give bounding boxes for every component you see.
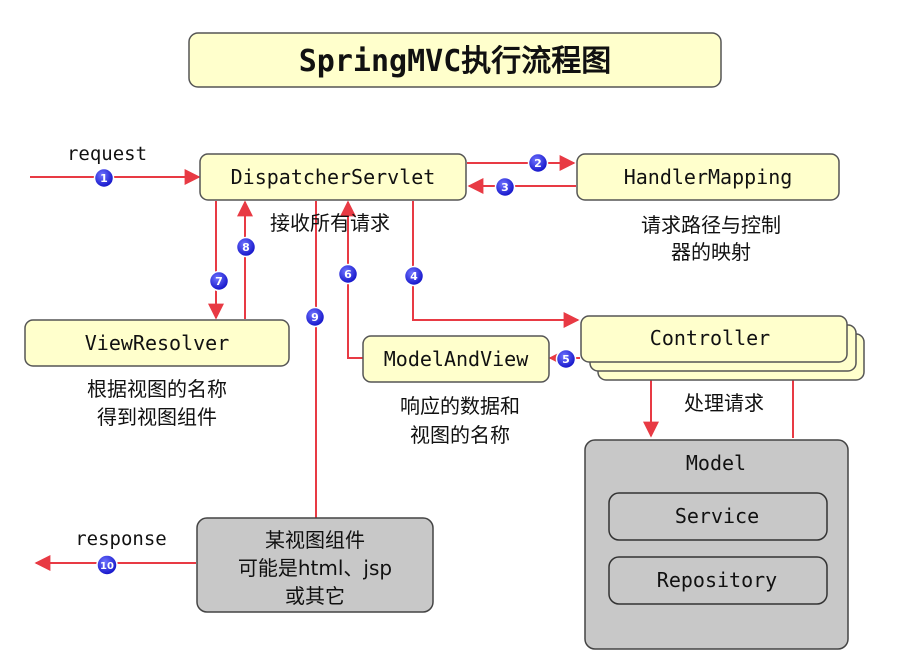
svg-text:3: 3 [501,181,509,194]
model-box: Model Service Repository [584,439,849,650]
svg-text:2: 2 [534,157,542,170]
svg-text:4: 4 [410,270,418,283]
handler-mapping-label: HandlerMapping [624,165,793,189]
captions: 接收所有请求 请求路径与控制 器的映射 根据视图的名称 得到视图组件 响应的数据… [87,211,781,447]
step-badge-9: 9 [304,306,326,328]
view-resolver-caption-1: 根据视图的名称 [87,377,227,401]
service-box [608,492,828,541]
step-badge-5: 5 [555,348,577,370]
model-and-view-box: ModelAndView [362,335,550,383]
model-and-view-caption-2: 视图的名称 [410,423,510,447]
svg-text:5: 5 [562,353,570,366]
step-badge-8: 8 [235,236,257,258]
svg-text:7: 7 [215,275,223,288]
request-label: request [67,143,147,165]
controller-box: Controller [580,315,865,381]
dispatcher-caption: 接收所有请求 [270,211,390,235]
model-and-view-caption-1: 响应的数据和 [400,394,520,418]
step-badge-6: 6 [337,263,359,285]
step-badge-4: 4 [403,265,425,287]
repository-label: Repository [657,568,777,592]
controller-caption: 处理请求 [684,391,764,415]
model-and-view-label: ModelAndView [384,347,529,371]
response-label: response [75,528,167,550]
view-resolver-label: ViewResolver [85,331,230,355]
svg-text:10: 10 [100,561,114,572]
handler-mapping-box: HandlerMapping [576,153,840,201]
svg-text:9: 9 [311,311,319,324]
svg-text:8: 8 [242,241,250,254]
model-label: Model [686,451,746,475]
handler-mapping-caption-2: 器的映射 [671,240,751,264]
view-component-box: 某视图组件 可能是html、jsp 或其它 [196,517,434,613]
view-component-line-1: 某视图组件 [265,528,365,552]
step-badges: 1 2 3 4 5 6 7 8 9 10 [93,152,577,576]
view-component-line-3: 或其它 [285,584,345,608]
view-component-line-2: 可能是html、jsp [238,556,392,580]
controller-label: Controller [650,326,770,350]
arrow-modelandview-to-dispatcher [340,200,363,359]
service-label: Service [675,504,759,528]
view-resolver-box: ViewResolver [24,319,290,367]
view-resolver-caption-2: 得到视图组件 [97,405,217,429]
diagram-title: SpringMVC执行流程图 [299,44,612,79]
step-badge-10: 10 [96,554,118,576]
dispatcher-servlet-label: DispatcherServlet [231,165,436,189]
svg-text:6: 6 [344,268,352,281]
step-badge-2: 2 [527,152,549,174]
repository-box [608,556,828,605]
svg-text:1: 1 [100,172,108,185]
step-badge-3: 3 [494,176,516,198]
title-box: SpringMVC执行流程图 [188,32,722,88]
handler-mapping-caption-1: 请求路径与控制 [641,213,781,237]
step-badge-1: 1 [93,167,115,189]
dispatcher-servlet-box: DispatcherServlet [199,153,467,201]
arrow-to-controller [412,201,580,328]
step-badge-7: 7 [208,270,230,292]
